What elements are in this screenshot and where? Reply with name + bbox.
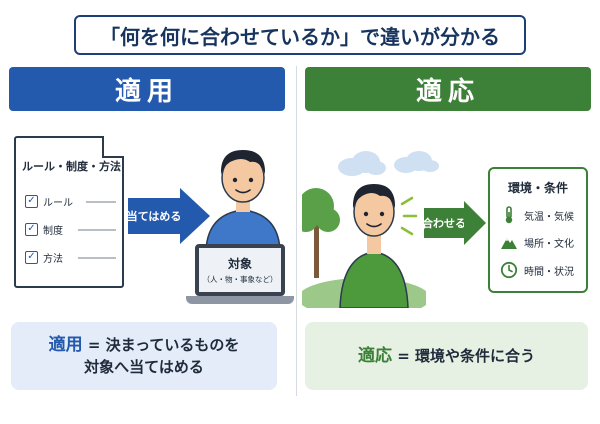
clock-icon [500, 261, 518, 279]
mountain-icon [501, 238, 517, 249]
rules-document: ルール・制度・方法 ✓ ルール ✓ 制度 ✓ 方法 [14, 136, 124, 288]
apply-summary-line2: 対象へ当てはめる [84, 358, 204, 376]
target-laptop: 対象 （人・物・事象など） [195, 244, 285, 296]
header-adapt: 適応 [305, 67, 591, 111]
apply-arrow: 当てはめる [127, 188, 210, 244]
apply-summary-line1: 適用 = 決まっているものを [49, 334, 240, 356]
apply-arrow-label: 当てはめる [127, 198, 181, 234]
page-title: 「何を何に合わせているか」で違いが分かる [74, 15, 526, 55]
apply-keyword: 適用 [48, 335, 83, 355]
apply-summary-text: 決まっているものを [105, 336, 240, 354]
equals-sign: = [82, 336, 106, 354]
adapt-arrow-label: 合わせる [422, 208, 466, 238]
environment-item-time: 時間・状況 [500, 261, 574, 279]
document-item-label: ルール [43, 197, 73, 209]
checkbox-checked-icon: ✓ [25, 222, 38, 236]
environment-item-label: 場所・文化 [524, 238, 574, 250]
document-title: ルール・制度・方法 [22, 160, 121, 173]
arrow-head [180, 188, 210, 244]
document-line [78, 257, 116, 259]
adapt-scene-illustration [302, 184, 426, 308]
document-item-label: 制度 [43, 225, 63, 237]
cloud-icon [338, 151, 386, 176]
document-item-system: ✓ 制度 [25, 222, 63, 237]
environment-item-label: 時間・状況 [524, 266, 574, 278]
environment-box: 環境・条件 気温・気候 場所・文化 時間・状況 [488, 167, 588, 293]
document-line [78, 229, 116, 231]
target-title: 対象 [227, 257, 252, 271]
document-item-label: 方法 [43, 253, 63, 265]
adapt-arrow: 合わせる [422, 201, 486, 245]
adapt-summary-text: 環境や条件に合う [415, 347, 536, 365]
thermometer-icon [505, 206, 513, 224]
cloud-icon [394, 151, 439, 173]
equals-sign: = [391, 347, 415, 365]
adapt-keyword: 適応 [357, 346, 392, 366]
environment-item-climate: 気温・気候 [500, 206, 574, 224]
checkbox-checked-icon: ✓ [25, 250, 38, 264]
environment-item-place: 場所・文化 [500, 233, 574, 251]
checkbox-checked-icon: ✓ [25, 194, 38, 208]
environment-item-label: 気温・気候 [524, 211, 574, 223]
document-fold [102, 136, 124, 158]
adapt-summary-line: 適応 = 環境や条件に合う [358, 345, 535, 367]
document-item-rule: ✓ ルール [25, 194, 73, 209]
center-divider [296, 66, 297, 396]
adapt-summary: 適応 = 環境や条件に合う [305, 322, 588, 390]
apply-summary: 適用 = 決まっているものを 対象へ当てはめる [11, 322, 277, 390]
arrow-head [464, 201, 486, 245]
document-item-method: ✓ 方法 [25, 250, 63, 265]
environment-title: 環境・条件 [507, 181, 568, 195]
document-line [86, 201, 116, 203]
person-blue-illustration [205, 150, 281, 250]
laptop-base [186, 296, 294, 304]
target-subtitle: （人・物・事象など） [202, 275, 278, 284]
header-apply: 適用 [9, 67, 285, 111]
